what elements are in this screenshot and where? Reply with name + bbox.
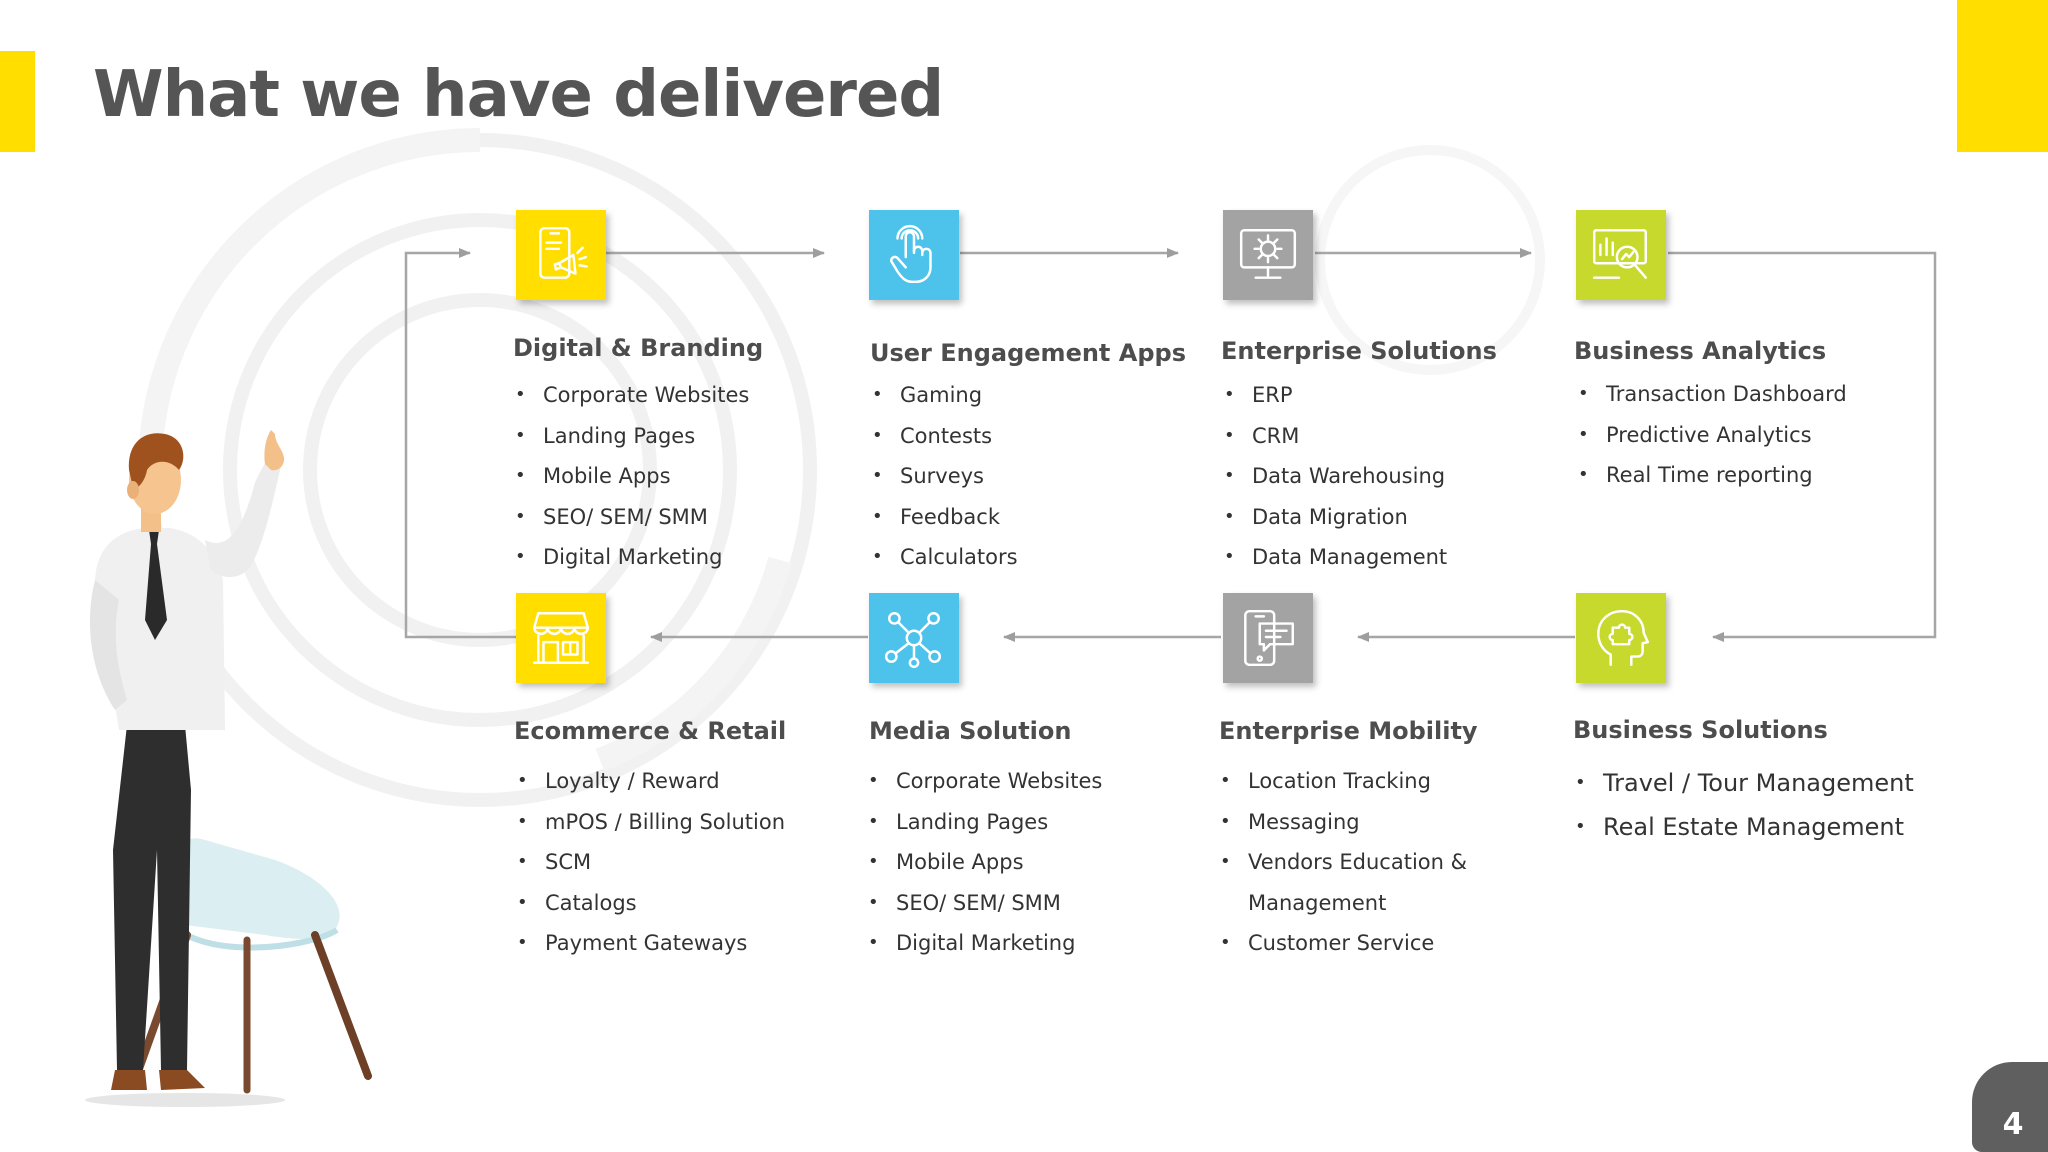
enterprise-mobility-tile	[1223, 593, 1313, 683]
card-heading: Media Solution	[869, 717, 1072, 745]
arrow-4-to-8	[1668, 251, 1937, 642]
ecommerce-retail-tile	[516, 593, 606, 683]
list-item: Feedback	[870, 497, 1018, 538]
list-item: Data Management	[1222, 537, 1447, 578]
business-solutions-tile	[1576, 593, 1666, 683]
list-item: Travel / Tour Management	[1573, 761, 1914, 805]
head-puzzle-icon	[1597, 609, 1650, 667]
storefront-icon	[532, 612, 590, 664]
list-item: Data Warehousing	[1222, 456, 1447, 497]
list-item: Corporate Websites	[513, 375, 749, 416]
mobile-marketing-icon	[539, 226, 589, 279]
card-list: Gaming Contests Surveys Feedback Calcula…	[870, 375, 1018, 578]
card-list: Transaction Dashboard Predictive Analyti…	[1576, 374, 1847, 496]
page-title: What we have delivered	[93, 58, 944, 132]
analytics-magnifier-icon	[1592, 229, 1647, 279]
list-item: Corporate Websites	[866, 761, 1102, 802]
card-heading: Enterprise Mobility	[1219, 717, 1478, 745]
card-list: Corporate Websites Landing Pages Mobile …	[513, 375, 749, 578]
left-accent-bar	[0, 51, 35, 152]
list-item: Mobile Apps	[513, 456, 749, 497]
network-nodes-icon	[884, 612, 942, 669]
enterprise-solutions-tile	[1223, 210, 1313, 300]
list-item: Calculators	[870, 537, 1018, 578]
list-item: SEO/ SEM/ SMM	[866, 883, 1102, 924]
digital-branding-tile	[516, 210, 606, 300]
list-item: CRM	[1222, 416, 1447, 457]
card-heading: Business Analytics	[1574, 337, 1827, 365]
presenter-illustration	[85, 430, 372, 1107]
list-item: Customer Service	[1218, 923, 1498, 964]
list-item: mPOS / Billing Solution	[515, 802, 785, 843]
page-number: 4	[2002, 1107, 2024, 1142]
list-item: SEO/ SEM/ SMM	[513, 497, 749, 538]
list-item: Vendors Education & Management	[1218, 842, 1498, 923]
list-item: Messaging	[1218, 802, 1498, 843]
card-heading: Digital & Branding	[513, 334, 764, 362]
list-item: Surveys	[870, 456, 1018, 497]
list-item: Mobile Apps	[866, 842, 1102, 883]
list-item: Predictive Analytics	[1576, 415, 1847, 456]
mobile-message-icon	[1244, 609, 1294, 667]
list-item: Data Migration	[1222, 497, 1447, 538]
card-heading: Enterprise Solutions	[1221, 337, 1497, 365]
page-number-badge	[1972, 1062, 2048, 1152]
card-list: ERP CRM Data Warehousing Data Migration …	[1222, 375, 1447, 578]
list-item: Real Time reporting	[1576, 455, 1847, 496]
card-list: Loyalty / Reward mPOS / Billing Solution…	[515, 761, 785, 964]
card-heading: Business Solutions	[1573, 716, 1828, 744]
user-engagement-tile	[869, 210, 959, 300]
list-item: Landing Pages	[866, 802, 1102, 843]
arrow-5-to-1	[404, 248, 516, 639]
list-item: Transaction Dashboard	[1576, 374, 1847, 415]
card-list: Location Tracking Messaging Vendors Educ…	[1218, 761, 1498, 964]
list-item: Payment Gateways	[515, 923, 785, 964]
right-accent-block	[1957, 0, 2048, 152]
list-item: Landing Pages	[513, 416, 749, 457]
list-item: ERP	[1222, 375, 1447, 416]
list-item: Contests	[870, 416, 1018, 457]
list-item: Gaming	[870, 375, 1018, 416]
card-heading: User Engagement Apps	[870, 339, 1186, 367]
card-list: Corporate Websites Landing Pages Mobile …	[866, 761, 1102, 964]
list-item: Digital Marketing	[513, 537, 749, 578]
media-solution-tile	[869, 593, 959, 683]
business-analytics-tile	[1576, 210, 1666, 300]
card-list: Travel / Tour Management Real Estate Man…	[1573, 761, 1914, 849]
touch-hand-icon	[890, 224, 932, 284]
monitor-gear-icon	[1239, 229, 1297, 279]
list-item: SCM	[515, 842, 785, 883]
list-item: Location Tracking	[1218, 761, 1498, 802]
list-item: Loyalty / Reward	[515, 761, 785, 802]
card-heading: Ecommerce & Retail	[514, 717, 787, 745]
list-item: Catalogs	[515, 883, 785, 924]
list-item: Digital Marketing	[866, 923, 1102, 964]
list-item: Real Estate Management	[1573, 805, 1914, 849]
